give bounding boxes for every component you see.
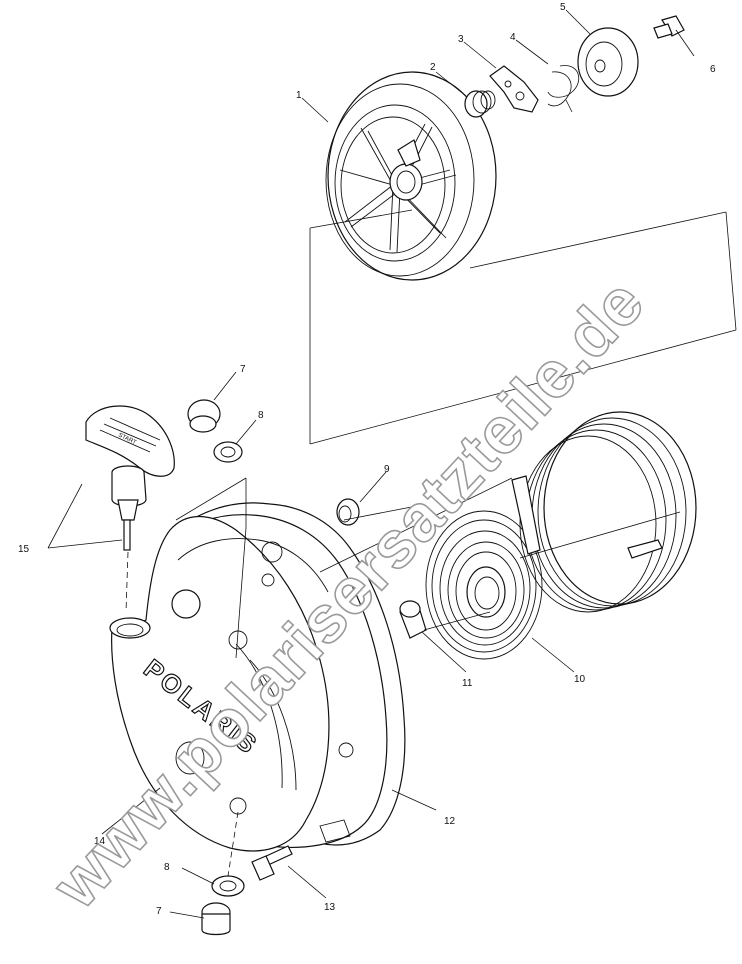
callout-10: 10 [574,674,586,685]
bushing-11 [399,600,427,639]
pulley [325,71,497,281]
callout-labels: 1 2 3 4 5 6 7 8 9 10 11 12 13 14 15 8 7 [18,2,716,917]
assembly-lines [125,209,737,877]
callout-2: 2 [430,62,436,73]
callout-11: 11 [462,678,473,689]
plug-bottom [201,902,231,936]
bushing-9 [336,498,360,526]
start-handle: START [85,405,175,551]
leader-lines [47,9,695,919]
callout-13: 13 [324,902,336,913]
callout-4: 4 [510,32,516,43]
callout-7-top: 7 [240,364,246,375]
recoil-spring [425,510,543,660]
friction-plate [577,27,639,97]
callout-8-top: 8 [258,410,264,421]
friction-clip [547,65,580,113]
pawl-spring [464,90,496,118]
starter-housing: POLARIS [109,502,406,852]
callout-14: 14 [94,836,106,847]
plug-top [187,399,221,433]
callout-3: 3 [458,34,464,45]
pawl [489,65,539,113]
callout-8-bottom: 8 [164,862,170,873]
washer-top [213,441,243,463]
callout-6: 6 [710,64,716,75]
callout-9: 9 [384,464,390,475]
spring-case-ring [511,411,697,613]
callout-1: 1 [296,90,302,101]
washer-bottom [211,875,245,897]
callout-12: 12 [444,816,456,827]
center-bolt [653,15,685,39]
callout-15: 15 [18,544,30,555]
callout-7-bottom: 7 [156,906,162,917]
callout-5: 5 [560,2,566,13]
housing-bolt [251,845,293,881]
